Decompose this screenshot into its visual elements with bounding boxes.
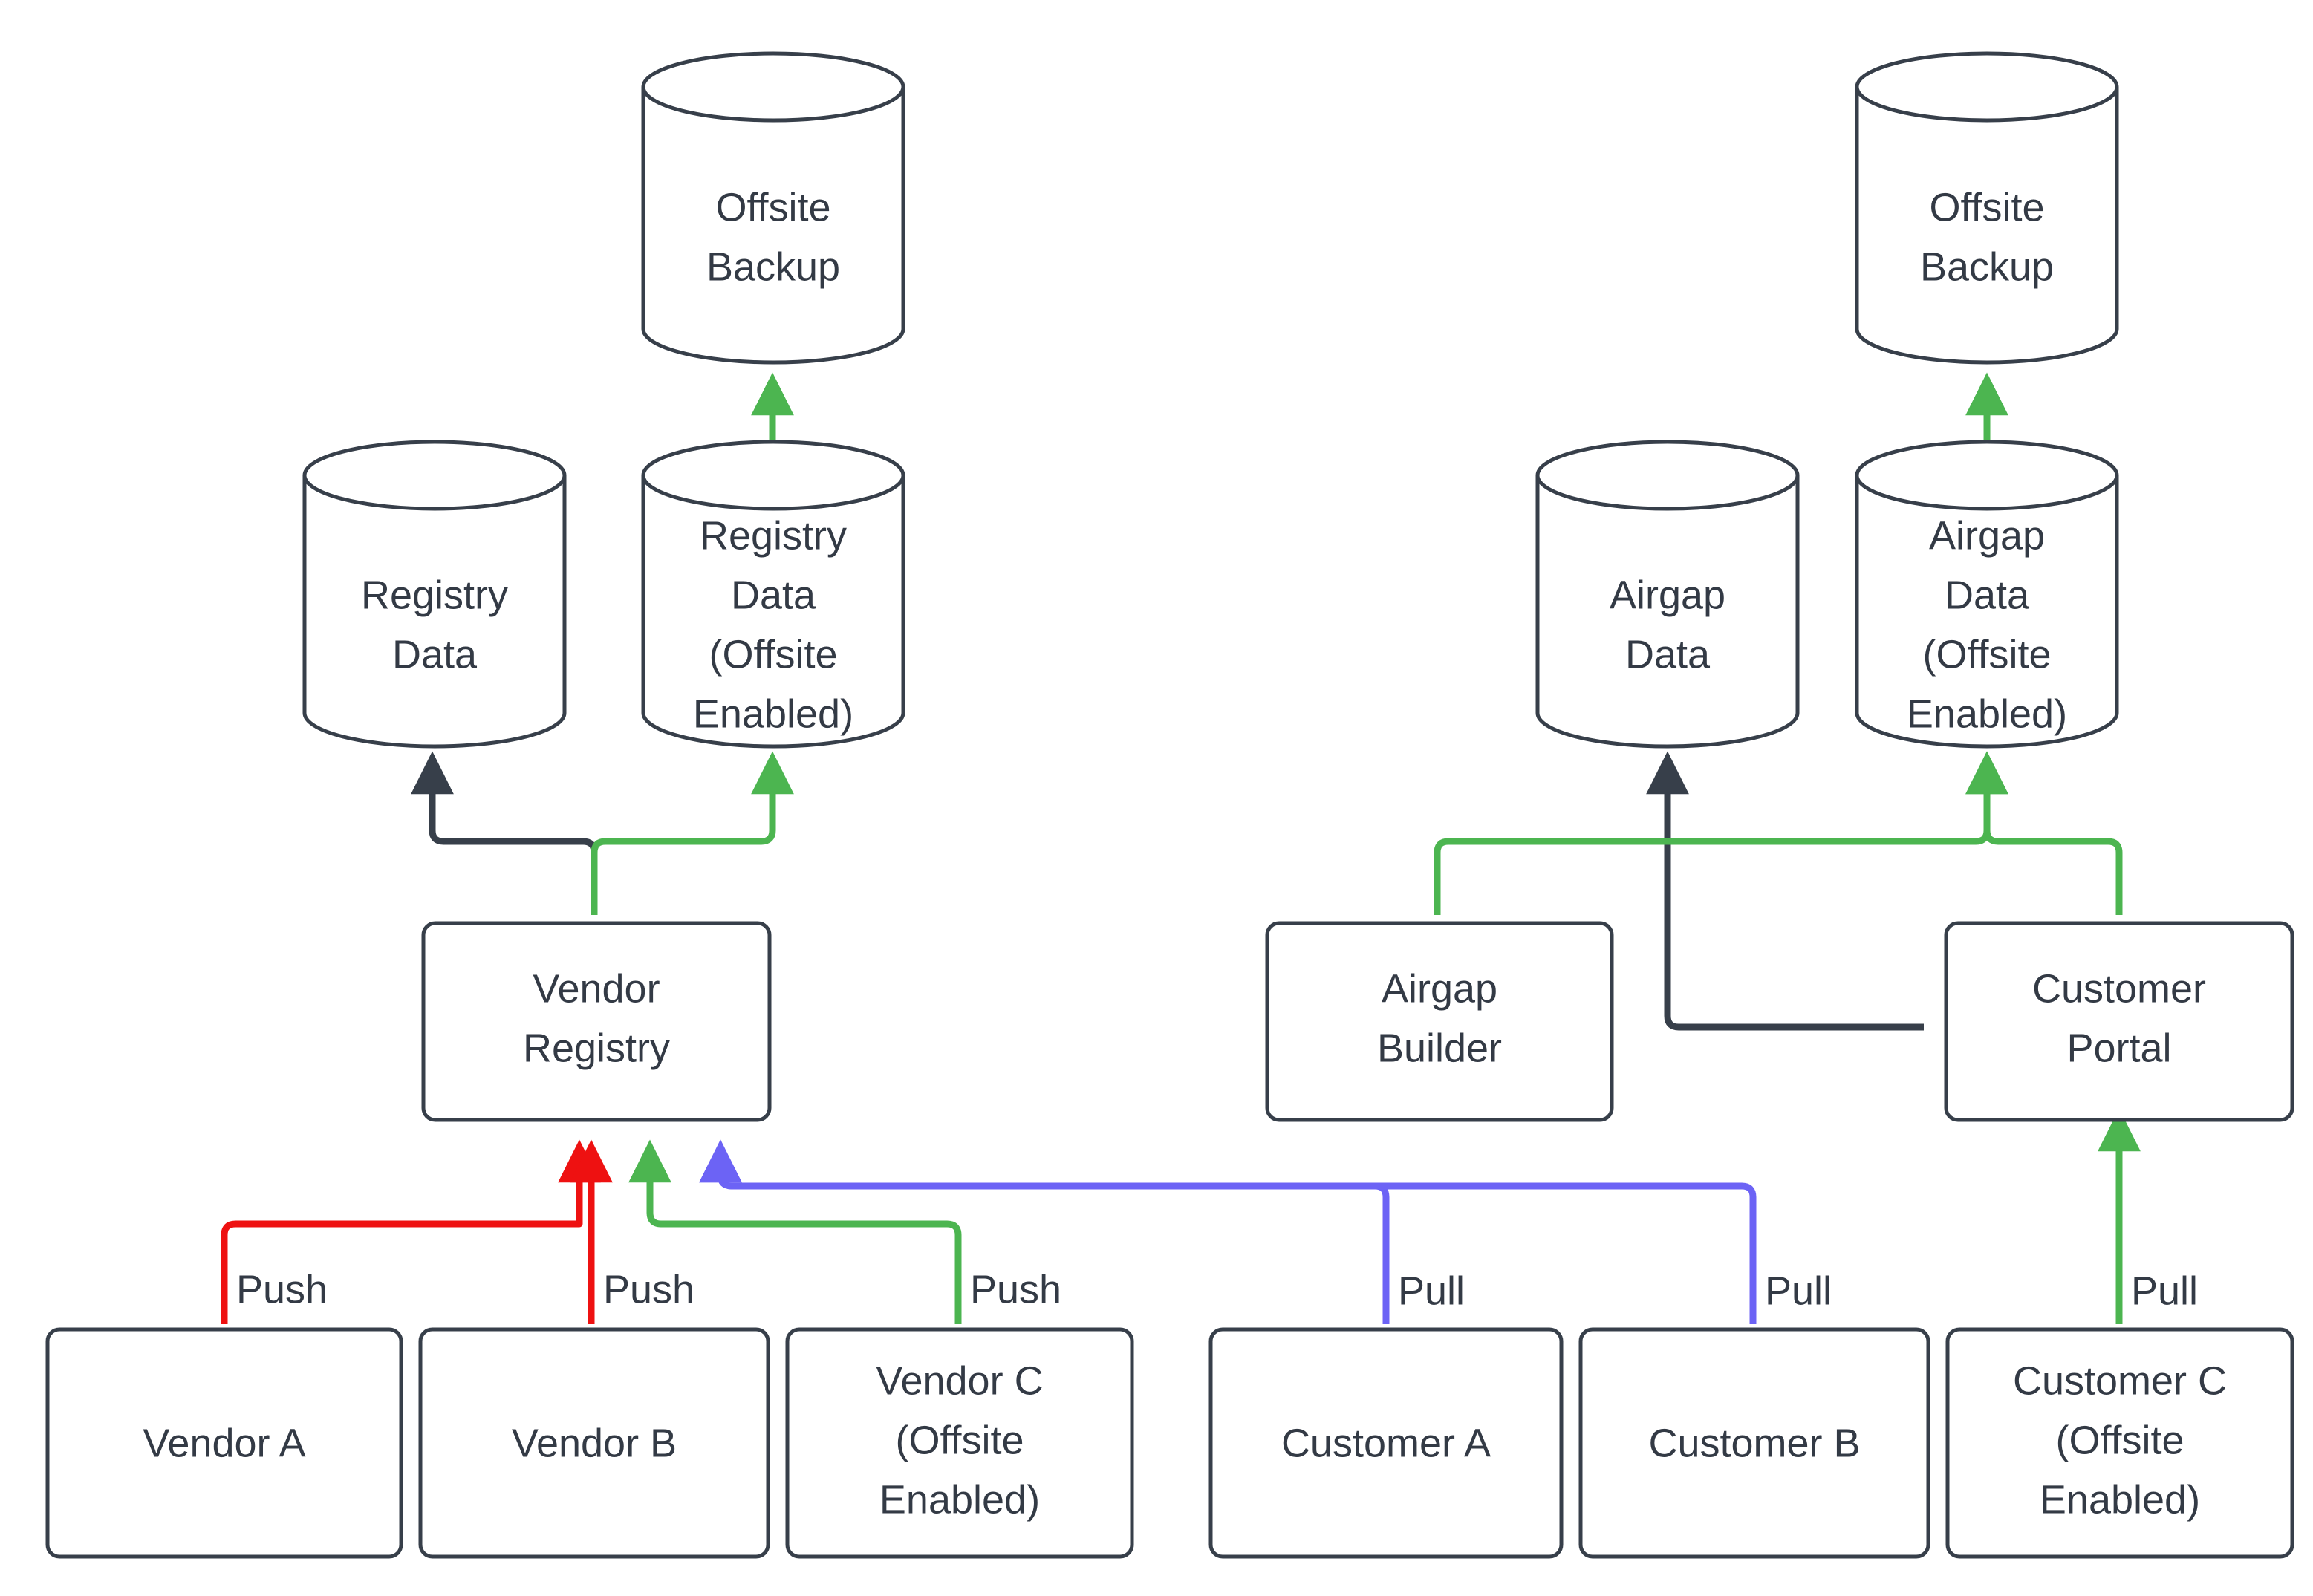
node-vendor-b[interactable]: Vendor B (418, 1327, 770, 1559)
node-label-vendor-registry-line1: Vendor (533, 966, 660, 1011)
edge-label-push-vendor-b: Push (603, 1267, 694, 1312)
node-label-customer-portal-line1: Customer (2032, 966, 2206, 1011)
node-label-airgap-data-line2: Data (1625, 632, 1711, 677)
node-label-registry-data-line2: Data (392, 632, 478, 677)
node-label-offsite-backup-left-line2: Backup (706, 244, 840, 289)
node-label-airgap-builder-line1: Airgap (1382, 966, 1497, 1011)
node-airgap-data[interactable]: Airgap Data (1535, 440, 1800, 749)
node-label-airgap-data-offsite-line1: Airgap (1929, 513, 2045, 558)
node-label-registry-data-offsite-line2: Data (731, 573, 816, 617)
node-customer-portal[interactable]: Customer Portal (1944, 921, 2294, 1122)
node-label-airgap-data-offsite-line4: Enabled) (1907, 691, 2067, 736)
node-label-vendor-c-line1: Vendor C (876, 1358, 1043, 1403)
edge-portal-to-airgap-data-offsite (1965, 751, 2123, 915)
node-vendor-a[interactable]: Vendor A (45, 1327, 403, 1559)
node-label-vendor-c-line3: Enabled) (879, 1477, 1040, 1522)
edge-vendor-a-to-registry (221, 1139, 601, 1324)
node-label-airgap-data-offsite-line2: Data (1945, 573, 2030, 617)
node-label-registry-data-offsite-line3: (Offsite (709, 632, 837, 677)
node-label-airgap-data-offsite-line3: (Offsite (1922, 632, 2051, 677)
node-label-registry-data-line1: Registry (361, 573, 508, 617)
node-label-registry-data-offsite-line1: Registry (700, 513, 847, 558)
node-label-offsite-backup-right-line1: Offsite (1929, 185, 2044, 229)
node-label-vendor-a: Vendor A (143, 1421, 305, 1465)
node-label-vendor-b: Vendor B (512, 1421, 677, 1465)
node-label-customer-portal-line2: Portal (2066, 1026, 2171, 1070)
node-label-airgap-builder-line2: Builder (1377, 1026, 1502, 1070)
node-offsite-backup-left[interactable]: Offsite Backup (641, 51, 905, 365)
node-label-offsite-backup-left-line1: Offsite (715, 185, 830, 229)
node-label-customer-a: Customer A (1281, 1421, 1491, 1465)
edge-label-pull-customer-a: Pull (1398, 1268, 1465, 1313)
edges-layer (221, 372, 2141, 1324)
node-label-customer-c-line3: Enabled) (2040, 1477, 2200, 1522)
node-offsite-backup-right[interactable]: Offsite Backup (1855, 51, 2119, 365)
edge-vendor-c-to-registry (628, 1139, 962, 1324)
edge-portal-to-airgap-data (1646, 751, 1924, 1031)
edge-label-pull-customer-c: Pull (2131, 1268, 2198, 1313)
node-customer-c[interactable]: Customer C (Offsite Enabled) (1945, 1327, 2294, 1559)
node-customer-b[interactable]: Customer B (1578, 1327, 1930, 1559)
edge-label-push-vendor-c: Push (970, 1267, 1061, 1312)
node-label-customer-c-line2: (Offsite (2055, 1418, 2184, 1462)
node-label-vendor-registry-line2: Registry (523, 1026, 670, 1070)
edge-registry-to-registry-data (411, 751, 598, 915)
node-label-airgap-data-line1: Airgap (1610, 573, 1725, 617)
edge-builder-to-airgap-data-offsite (1434, 751, 2008, 915)
node-label-customer-b: Customer B (1648, 1421, 1860, 1465)
edge-labels-layer: Push Push Push Pull Pull Pull (236, 1267, 2198, 1313)
node-label-vendor-c-line2: (Offsite (895, 1418, 1024, 1462)
edge-label-push-vendor-a: Push (236, 1267, 328, 1312)
node-label-registry-data-offsite-line4: Enabled) (693, 691, 853, 736)
node-vendor-registry[interactable]: Vendor Registry (421, 921, 772, 1122)
edge-customer-b-to-registry (699, 1139, 1757, 1324)
nodes-layer: Offsite Backup Registry Data Registry Da… (45, 51, 2294, 1559)
node-registry-data[interactable]: Registry Data (302, 440, 567, 749)
edge-registry-to-registry-data-offsite (591, 751, 794, 915)
node-label-customer-c-line1: Customer C (2013, 1358, 2227, 1403)
node-airgap-data-offsite[interactable]: Airgap Data (Offsite Enabled) (1855, 440, 2119, 749)
node-registry-data-offsite[interactable]: Registry Data (Offsite Enabled) (641, 440, 905, 749)
node-airgap-builder[interactable]: Airgap Builder (1265, 921, 1614, 1122)
edge-label-pull-customer-b: Pull (1765, 1268, 1832, 1313)
node-customer-a[interactable]: Customer A (1208, 1327, 1564, 1559)
node-vendor-c[interactable]: Vendor C (Offsite Enabled) (785, 1327, 1134, 1559)
node-label-offsite-backup-right-line2: Backup (1920, 244, 2054, 289)
